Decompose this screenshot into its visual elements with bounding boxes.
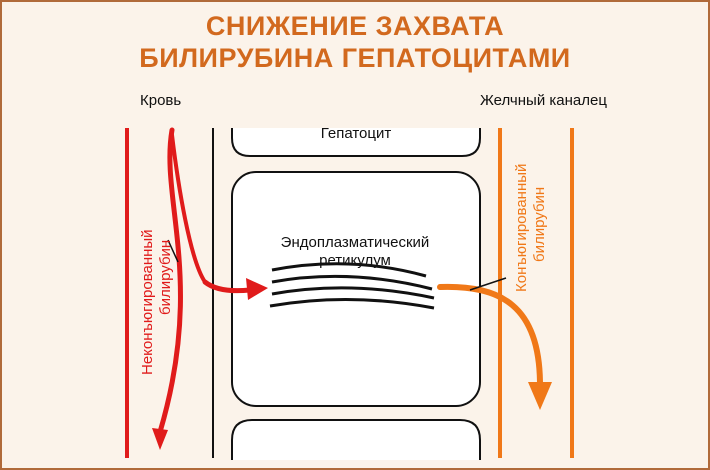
hepatocyte-bottom (231, 419, 481, 460)
blood-label: Кровь (140, 92, 182, 109)
bile-canaliculus-label: Желчный каналец (480, 92, 607, 109)
title-line-2: БИЛИРУБИНА ГЕПАТОЦИТАМИ (139, 43, 571, 73)
er-label-line-1: Эндоплазматический (281, 234, 430, 251)
orange-arrow-head-down (528, 382, 552, 410)
red-arrow-head-right (246, 278, 268, 300)
conjugated-label-line-2: билирубин (531, 187, 548, 262)
unconjugated-leader-line (167, 239, 179, 263)
unconjugated-label-line-2: билирубин (157, 240, 174, 315)
endoplasmic-reticulum-icon (269, 262, 435, 310)
red-arrow-head-down (152, 428, 168, 450)
er-label-line-2: ретикулум (319, 252, 391, 269)
unconjugated-bilirubin-flow (157, 127, 253, 435)
conjugated-label-line-1: Конъюгированный (513, 164, 530, 292)
hepatocyte-label: Гепатоцит (321, 125, 392, 142)
unconjugated-label-line-1: Неконъюгированный (139, 229, 156, 375)
diagram-title: СНИЖЕНИЕ ЗАХВАТА БИЛИРУБИНА ГЕПАТОЦИТАМИ (0, 10, 710, 74)
conjugated-leader-line (469, 277, 507, 291)
conjugated-bilirubin-flow (437, 283, 543, 388)
hepatocyte-top (231, 128, 481, 157)
title-line-1: СНИЖЕНИЕ ЗАХВАТА (205, 11, 505, 41)
